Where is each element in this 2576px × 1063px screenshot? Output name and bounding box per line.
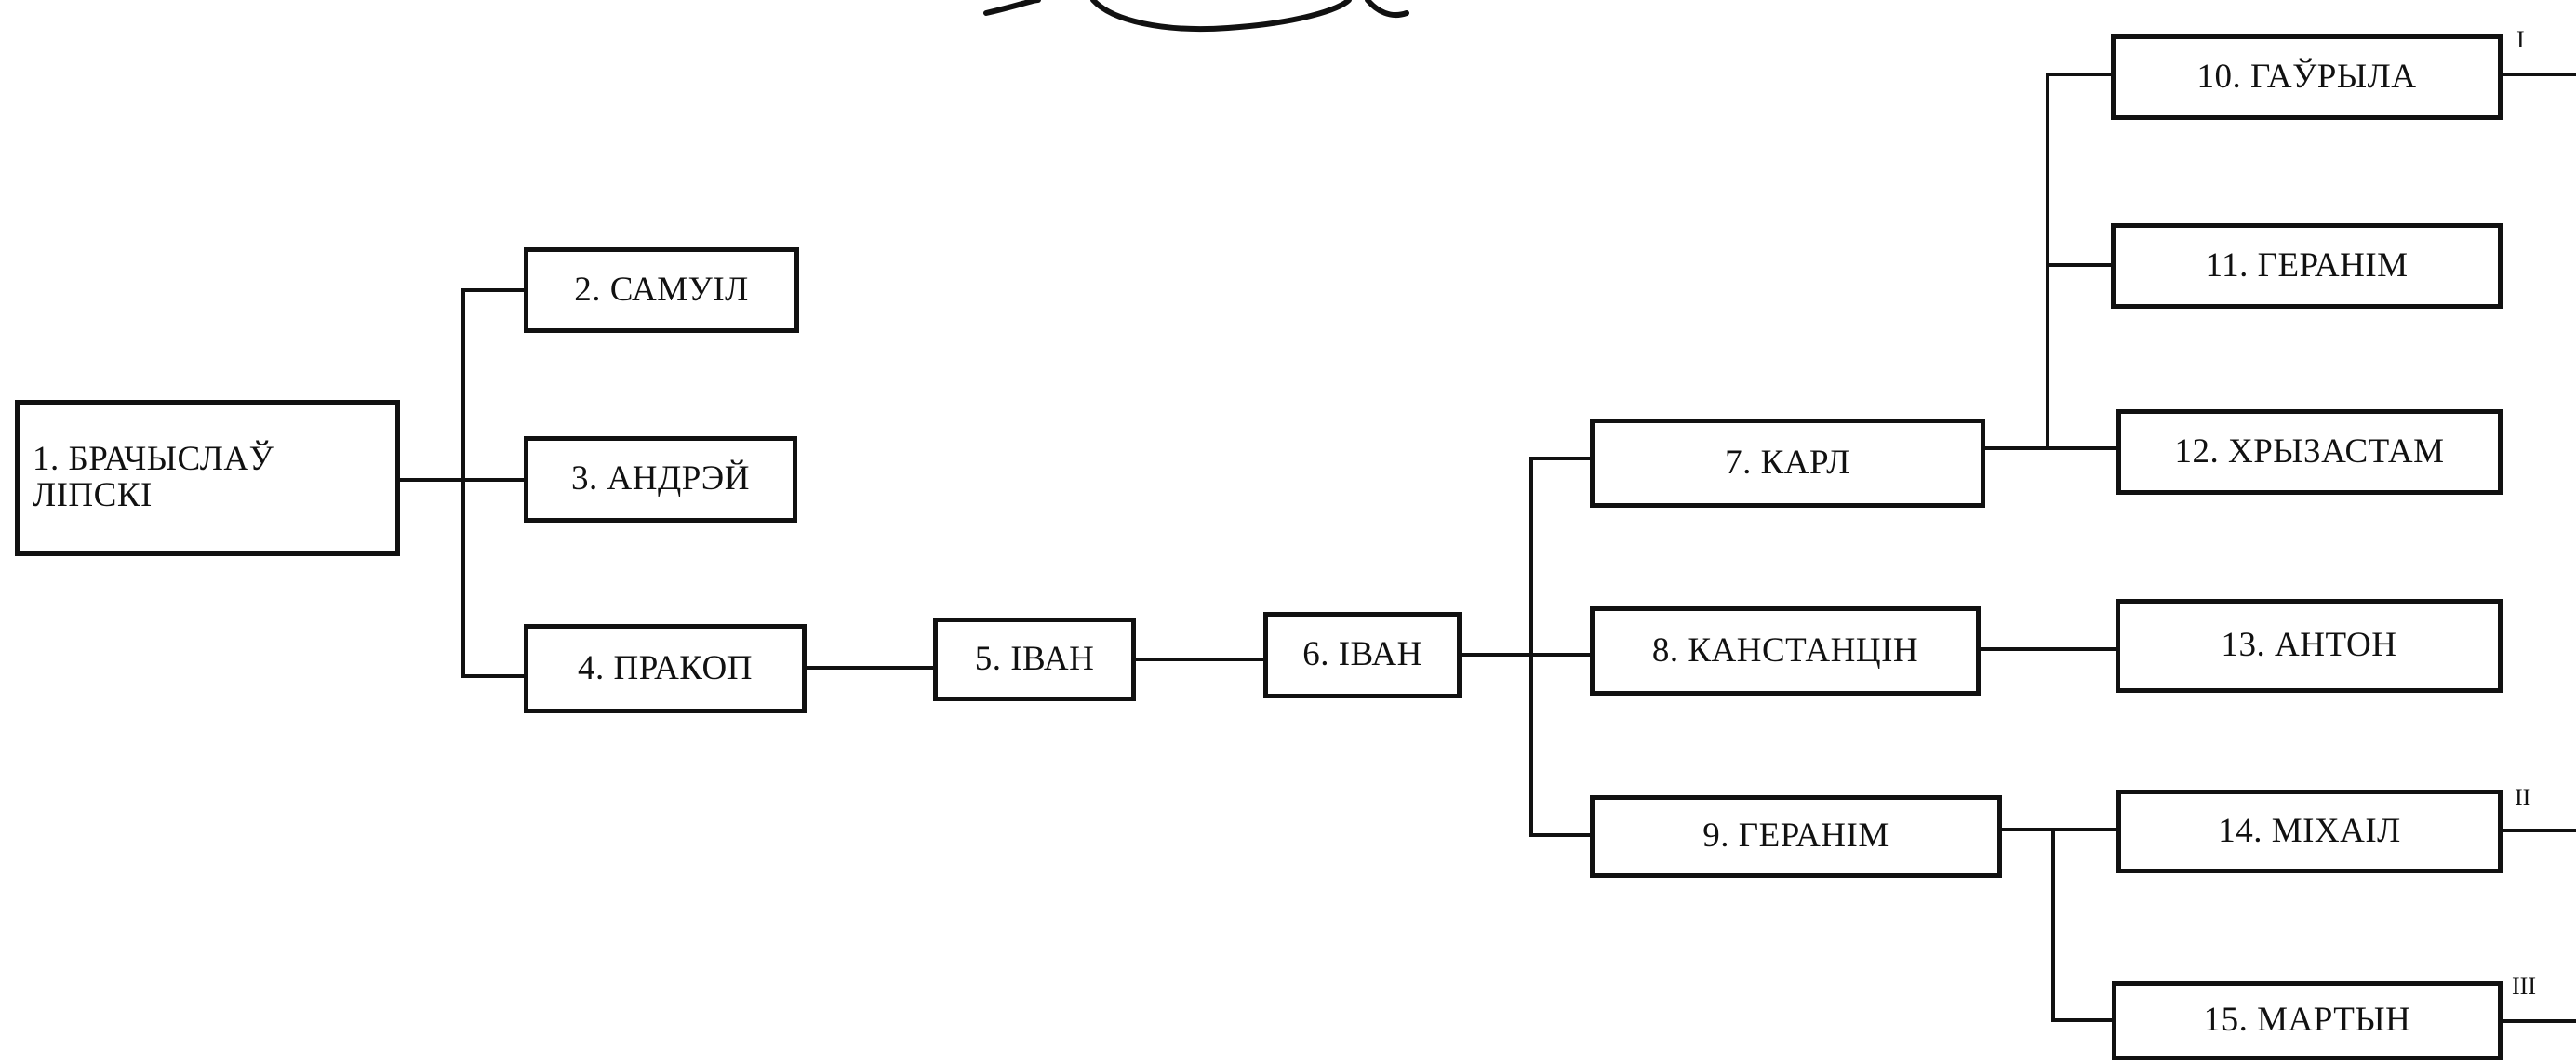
person-node-13: 13. АНТОН <box>2116 599 2503 693</box>
continuation-mark-15: III <box>2512 973 2536 1000</box>
person-node-15: 15. МАРТЫН <box>2112 981 2503 1060</box>
continuation-mark-14: II <box>2515 784 2531 811</box>
person-node-5: 5. ІВАН <box>933 618 1136 701</box>
person-node-4: 4. ПРАКОП <box>524 624 807 713</box>
person-node-11: 11. ГЕРАНІМ <box>2111 223 2503 309</box>
person-node-7: 7. КАРЛ <box>1590 419 1985 508</box>
person-node-2: 2. САМУІЛ <box>524 247 799 333</box>
person-node-9: 9. ГЕРАНІМ <box>1590 795 2002 878</box>
person-node-8: 8. КАНСТАНЦІН <box>1590 606 1981 696</box>
person-node-6: 6. ІВАН <box>1263 612 1462 698</box>
person-node-12: 12. ХРЫЗАСТАМ <box>2116 409 2503 495</box>
person-node-14: 14. МІХАІЛ <box>2116 790 2503 873</box>
person-node-3: 3. АНДРЭЙ <box>524 436 797 523</box>
continuation-mark-10: I <box>2516 26 2525 53</box>
ornament-flourish <box>983 0 1409 33</box>
person-node-1: 1. БРАЧЫСЛАЎ ЛІПСКІ <box>15 400 400 556</box>
person-node-10: 10. ГАЎРЫЛА <box>2111 34 2503 120</box>
